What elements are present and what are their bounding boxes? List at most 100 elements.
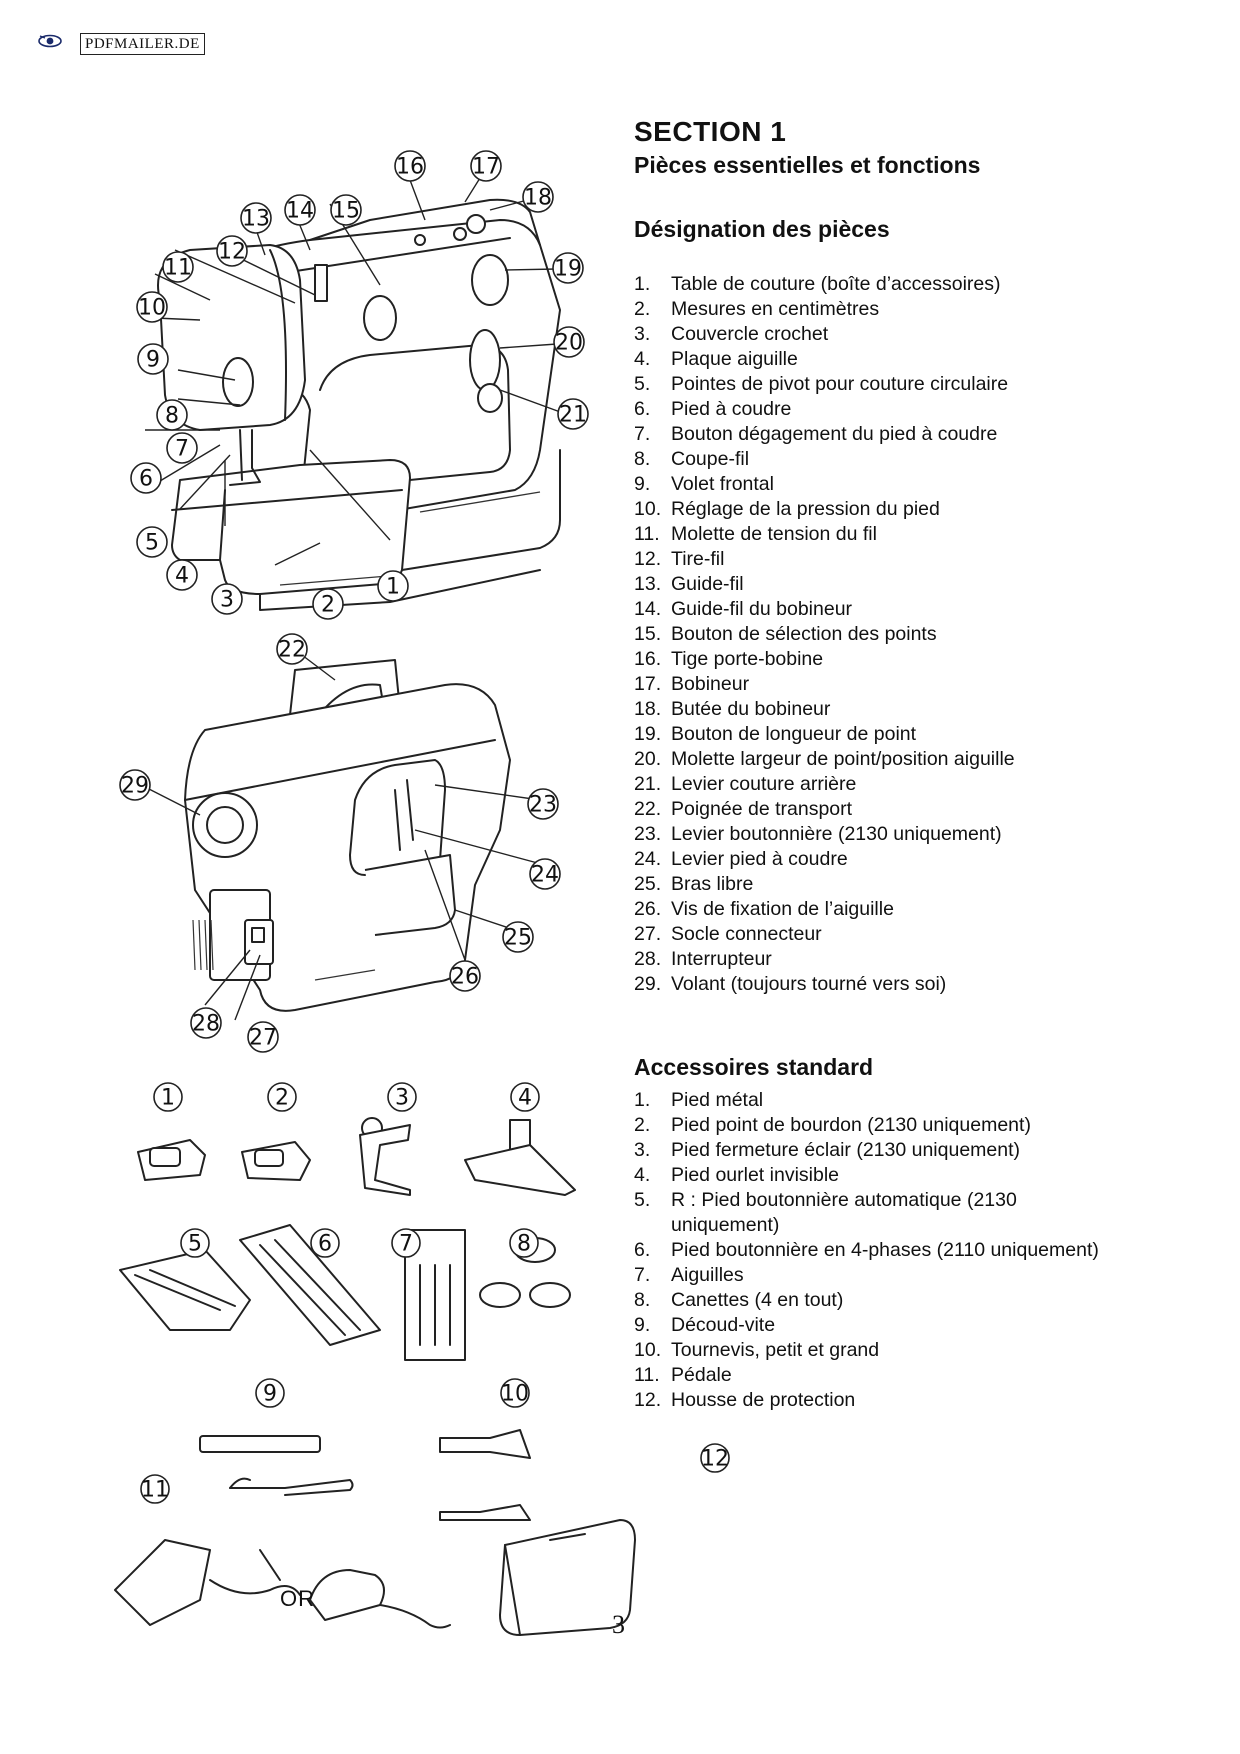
list-item-label: Table de couture (boîte d’accessoires) (671, 273, 1001, 295)
callout-number: 24 (531, 863, 559, 888)
callout-circle (500, 1378, 530, 1408)
list-item-number: 2. (634, 1114, 651, 1136)
list-item: 7.Bouton dégagement du pied à coudre (634, 422, 1015, 447)
callout-circle (240, 202, 272, 234)
list-item: 9.Découd-vite (634, 1313, 1099, 1338)
callout-number: 29 (121, 774, 149, 799)
callout-number: 5 (188, 1232, 202, 1257)
callout-number: 14 (286, 199, 314, 224)
list-item-label: Butée du bobineur (671, 698, 831, 720)
list-item-label: Interrupteur (671, 948, 772, 970)
callout-number: 23 (529, 793, 557, 818)
list-item-label: Plaque aiguille (671, 348, 798, 370)
callout-circle (216, 235, 248, 267)
parts-heading: Désignation des pièces (634, 216, 890, 242)
list-item-number: 12. (634, 1389, 662, 1411)
callout-circle (267, 1082, 297, 1112)
callout-number: 2 (321, 593, 335, 618)
callout-circle (510, 1082, 540, 1112)
list-item: 26.Vis de fixation de l’aiguille (634, 897, 1015, 922)
list-item: 23. Levier boutonnière (2130 uniquement) (634, 822, 1015, 847)
list-item-number: 7. (634, 423, 651, 445)
list-item-label: Couvercle crochet (671, 323, 829, 345)
list-item-label: Pied boutonnière en 4-phases (2110 uniqu… (671, 1239, 1099, 1261)
callout-number: 2 (275, 1086, 289, 1111)
callout-circle (312, 588, 344, 620)
list-item-number: 12. (634, 548, 662, 570)
list-item-label: Tire-fil (671, 548, 725, 570)
foot-pedal-drawing (114, 1539, 301, 1626)
list-item: 5.R : Pied boutonnière automatique (2130… (634, 1188, 1071, 1238)
list-item-number: 4. (634, 1164, 651, 1186)
list-item-label: Levier couture arrière (671, 773, 857, 795)
callout-number: 11 (164, 256, 192, 281)
callout-number: 27 (249, 1026, 277, 1051)
list-item: 11.Molette de tension du fil (634, 522, 1015, 547)
list-item: 18.Butée du bobineur (634, 697, 1015, 722)
list-item: 28.Interrupteur (634, 947, 1015, 972)
accessories-illustration (114, 1117, 636, 1636)
list-item-number: 19. (634, 723, 662, 745)
list-item-label: R : Pied boutonnière automatique (2130 u… (671, 1189, 1017, 1236)
or-label: OR (280, 1586, 315, 1611)
list-item-label: Tige porte-bobine (671, 648, 824, 670)
list-item-label: Pied métal (671, 1089, 764, 1111)
callout-number: 12 (701, 1447, 729, 1472)
callout-circle (136, 526, 168, 558)
list-item: 21.Levier couture arrière (634, 772, 1015, 797)
page-number: 3 (612, 1610, 625, 1639)
callout-number: 26 (451, 965, 479, 990)
callout-circle (310, 1228, 340, 1258)
list-item: 1.Pied métal (634, 1088, 1099, 1113)
list-item: 12. Tire-fil (634, 547, 1015, 572)
sewing-machine-back-illustration (184, 659, 511, 1012)
list-item-number: 4. (634, 348, 651, 370)
callout-number: 6 (318, 1232, 332, 1257)
list-item: 4.Pied ourlet invisible (634, 1163, 1099, 1188)
list-item-number: 6. (634, 398, 651, 420)
list-item-label: Housse de protection (671, 1389, 856, 1411)
list-item: 29.Volant (toujours tourné vers soi) (634, 972, 1015, 997)
zipper-foot-drawing (359, 1117, 411, 1196)
list-item-label: Découd-vite (671, 1314, 776, 1336)
list-item-number: 2. (634, 298, 651, 320)
callout-circle (529, 858, 561, 890)
callout-circle (552, 252, 584, 284)
list-item: 16.Tige porte-bobine (634, 647, 1015, 672)
callout-circle (211, 583, 243, 615)
list-item-number: 1. (634, 273, 651, 295)
list-item-number: 23. (634, 823, 662, 845)
list-item-label: Mesures en centimètres (671, 298, 880, 320)
list-item-number: 8. (634, 448, 651, 470)
list-item: 27.Socle connecteur (634, 922, 1015, 947)
callout-number: 9 (263, 1382, 277, 1407)
callout-circle (470, 150, 502, 182)
callout-number: 21 (559, 403, 587, 428)
list-item-label: Levier boutonnière (2130 uniquement) (671, 823, 1002, 845)
list-item-label: Guide-fil du bobineur (671, 598, 853, 620)
list-item-number: 6. (634, 1239, 651, 1261)
callout-number: 6 (139, 467, 153, 492)
section-heading: SECTION 1 (634, 116, 787, 147)
callout-circle (502, 921, 534, 953)
callout-number: 12 (218, 240, 246, 265)
buttonhole-foot-auto-drawing (119, 1249, 251, 1331)
list-item-label: Réglage de la pression du pied (671, 498, 940, 520)
list-item-number: 20. (634, 748, 662, 770)
callout-circle (377, 570, 409, 602)
callout-circle (557, 398, 589, 430)
list-item: 7.Aiguilles (634, 1263, 1099, 1288)
list-item-number: 10. (634, 498, 662, 520)
list-item-number: 15. (634, 623, 662, 645)
callout-number: 20 (555, 331, 583, 356)
callout-circle (130, 462, 162, 494)
callout-circle (449, 960, 481, 992)
list-item-number: 22. (634, 798, 662, 820)
callout-number: 19 (554, 257, 582, 282)
callout-circle (509, 1228, 539, 1258)
list-item-number: 3. (634, 323, 651, 345)
dust-cover-drawing (499, 1519, 636, 1636)
